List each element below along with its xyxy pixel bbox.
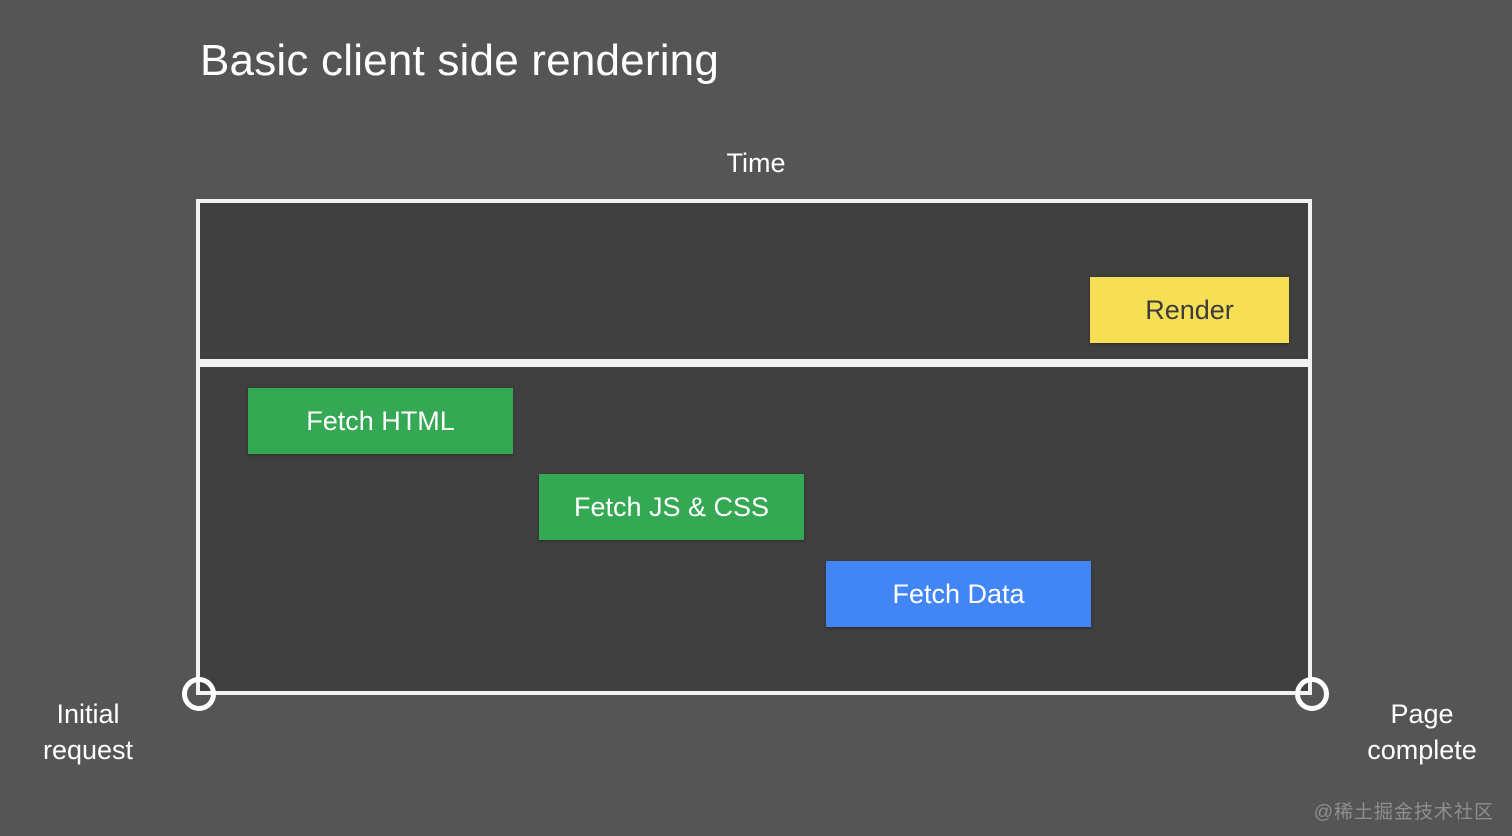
task-bar-render: Render — [1090, 277, 1289, 343]
task-bar-label: Fetch Data — [892, 578, 1025, 609]
task-bar-fetch-html: Fetch HTML — [248, 388, 513, 454]
task-bar-label: Fetch JS & CSS — [573, 491, 770, 522]
watermark: @稀土掘金技术社区 — [1313, 802, 1494, 823]
page-complete-label: Page complete — [1332, 697, 1512, 768]
initial-request-label: Initial request — [0, 697, 176, 768]
task-bar-fetch-js-css: Fetch JS & CSS — [539, 474, 804, 540]
task-bar-fetch-data: Fetch Data — [826, 561, 1091, 627]
task-bar-label: Fetch HTML — [306, 405, 455, 436]
page-complete-label-line1: Page — [1390, 699, 1454, 729]
page-complete-marker-icon — [1295, 677, 1329, 711]
page-title: Basic client side rendering — [200, 36, 720, 85]
task-bar-label: Render — [1145, 294, 1234, 325]
initial-request-marker-icon — [182, 677, 216, 711]
initial-request-label-line2: request — [42, 734, 134, 765]
time-axis-label: Time — [726, 148, 786, 178]
page-complete-label-line2: complete — [1367, 734, 1477, 765]
initial-request-label-line1: Initial — [56, 699, 120, 729]
